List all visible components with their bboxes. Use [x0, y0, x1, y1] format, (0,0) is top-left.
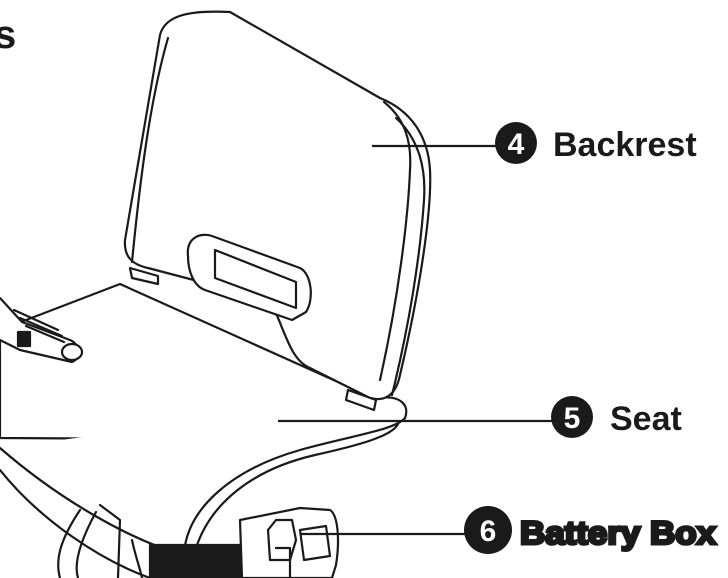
- battery-handle-grip: [274, 546, 292, 578]
- seat-side: [0, 468, 152, 578]
- callout-seat-label: Seat: [610, 400, 682, 438]
- callout-seat-number: 5: [564, 402, 581, 435]
- chair-illustration: [0, 10, 432, 578]
- heading-fragment: s: [0, 13, 16, 57]
- frame-strut: [98, 503, 122, 578]
- frame-leg-left-b: [75, 510, 98, 578]
- callout-backrest-number: 4: [508, 128, 525, 161]
- backrest-handle: [186, 233, 312, 322]
- callout-backrest-badge: [495, 122, 537, 164]
- frame-leg-mid: [130, 538, 144, 578]
- hinge-left: [128, 266, 160, 286]
- callout-battery-box: 6 Battery Box: [464, 506, 718, 554]
- seat-cushion-edge: [194, 422, 400, 550]
- callout-battery-box-label: Battery Box: [520, 515, 716, 551]
- seat-cushion-front: [0, 396, 408, 557]
- frame-leg-left: [57, 508, 82, 578]
- battery-handle: [266, 518, 298, 562]
- backrest-left-edge: [130, 36, 170, 264]
- backrest-handle-inner: [213, 248, 298, 310]
- hinge-right: [344, 388, 378, 412]
- callout-battery-box-number: 6: [480, 515, 497, 548]
- callout-seat: 5 Seat: [551, 396, 682, 438]
- callout-backrest-label: Backrest: [553, 126, 697, 164]
- callout-backrest: 4 Backrest: [495, 122, 697, 164]
- callout-battery-box-badge: [464, 506, 512, 554]
- callout-seat-badge: [551, 396, 593, 438]
- left-lever: [0, 296, 84, 364]
- battery-base-dark: [148, 543, 242, 578]
- battery-clip: [298, 524, 332, 562]
